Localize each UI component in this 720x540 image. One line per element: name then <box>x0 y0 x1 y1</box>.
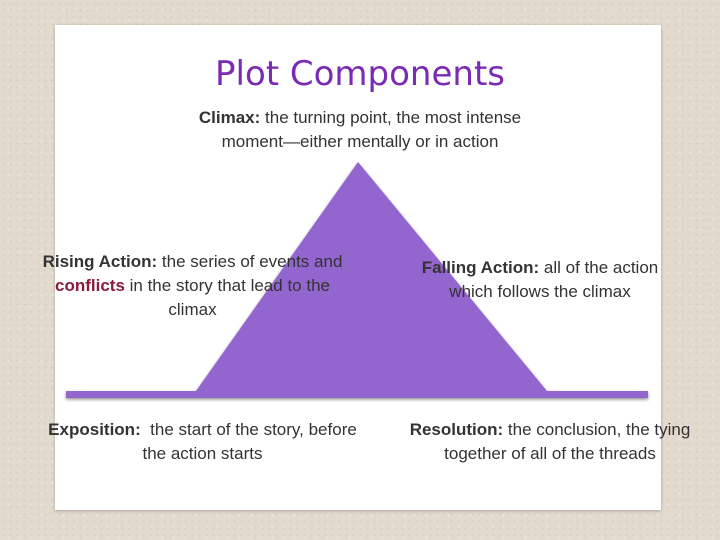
exposition-term: Exposition: <box>48 420 141 439</box>
plot-line <box>66 162 648 398</box>
rising-action-text-before: the series of events and <box>157 252 343 271</box>
resolution-term: Resolution: <box>409 420 504 439</box>
rising-action-label: Rising Action: the series of events and … <box>40 250 345 322</box>
resolution-text: the conclusion, the tying together of al… <box>444 420 691 463</box>
conflicts-highlight: conflicts <box>55 276 125 295</box>
page-title: Plot Components <box>215 54 505 94</box>
falling-action-text: all of the action which follows the clim… <box>449 258 659 301</box>
rising-action-text-after: in the story that lead to the climax <box>124 276 330 319</box>
climax-label: Climax: the turning point, the most inte… <box>190 106 530 154</box>
rising-action-term: Rising Action: <box>42 252 158 271</box>
climax-text: the turning point, the most intense mome… <box>221 108 522 151</box>
exposition-label: Exposition: the start of the story, befo… <box>40 418 365 466</box>
falling-action-label: Falling Action: all of the action which … <box>415 256 665 304</box>
falling-action-term: Falling Action: <box>421 258 540 277</box>
exposition-text: the start of the story, before the actio… <box>140 420 362 463</box>
resolution-label: Resolution: the conclusion, the tying to… <box>395 418 705 466</box>
climax-term: Climax: <box>198 108 261 127</box>
